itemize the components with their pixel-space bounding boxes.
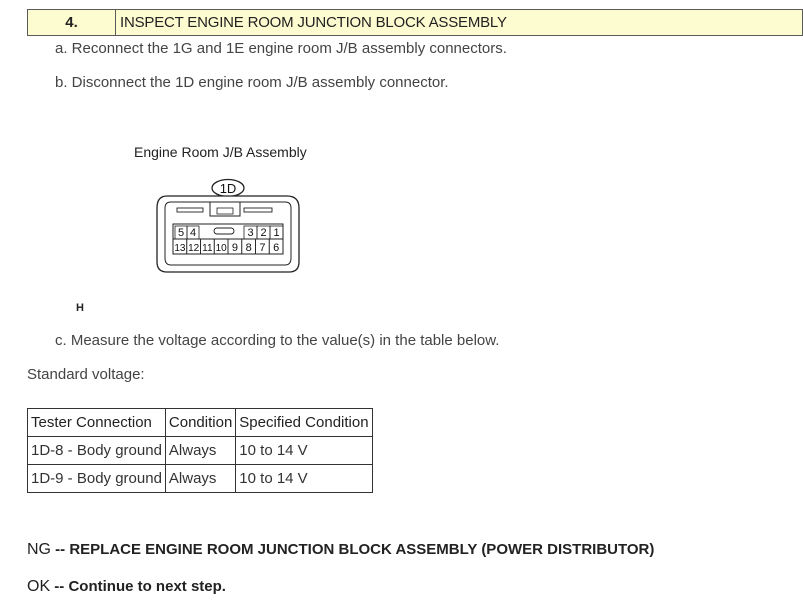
table-row: 1D-9 - Body ground Always 10 to 14 V	[27, 464, 373, 493]
ok-text: -- Continue to next step.	[54, 578, 226, 595]
ok-result: OK -- Continue to next step.	[27, 578, 226, 596]
ng-result: NG -- REPLACE ENGINE ROOM JUNCTION BLOCK…	[27, 541, 654, 559]
terminal-number: 10	[216, 243, 228, 254]
step-number: 4.	[28, 10, 116, 35]
figure-title: Engine Room J/B Assembly	[134, 144, 307, 160]
terminal-number: 5	[178, 227, 184, 239]
ok-code: OK	[27, 578, 51, 595]
terminal-number: 1	[273, 227, 279, 239]
table-header: Tester Connection	[27, 408, 166, 437]
terminal-number: 11	[202, 243, 213, 254]
table-cell: 1D-8 - Body ground	[27, 436, 166, 465]
table-row: 1D-8 - Body ground Always 10 to 14 V	[27, 436, 373, 465]
terminal-number: 4	[190, 227, 196, 239]
terminal-number: 9	[232, 242, 238, 254]
step-title: INSPECT ENGINE ROOM JUNCTION BLOCK ASSEM…	[120, 14, 507, 31]
table-cell: 10 to 14 V	[235, 464, 373, 493]
connector-housing-inner	[164, 201, 292, 266]
terminal-cell	[268, 238, 284, 255]
ng-code: NG	[27, 541, 51, 558]
terminal-number: 7	[259, 242, 265, 254]
terminal-number: 12	[188, 243, 200, 254]
standard-label: Standard voltage:	[27, 366, 145, 383]
instruction-b: b. Disconnect the 1D engine room J/B ass…	[55, 74, 449, 91]
connector-label: 1D	[220, 181, 237, 196]
figure-code: H	[76, 302, 84, 314]
table-cell: Always	[164, 436, 237, 465]
connector-latch-right	[243, 207, 273, 213]
ng-text: -- REPLACE ENGINE ROOM JUNCTION BLOCK AS…	[55, 541, 655, 558]
table-header: Specified Condition	[235, 408, 373, 437]
table-header-row: Tester Connection Condition Specified Co…	[27, 408, 373, 437]
connector-key	[213, 227, 235, 235]
terminal-number: 8	[246, 242, 252, 254]
terminal-number: 2	[260, 227, 266, 239]
terminal-number: 3	[247, 227, 253, 239]
terminal-number: 6	[273, 242, 279, 254]
terminal-number: 13	[174, 243, 186, 254]
table-cell: Always	[164, 464, 237, 493]
table-cell: 10 to 14 V	[235, 436, 373, 465]
step-header: 4. INSPECT ENGINE ROOM JUNCTION BLOCK AS…	[27, 9, 803, 36]
table-header: Condition	[164, 408, 237, 437]
connector-lock-tab	[209, 201, 241, 217]
instruction-a: a. Reconnect the 1G and 1E engine room J…	[55, 40, 507, 57]
table-cell: 1D-9 - Body ground	[27, 464, 166, 493]
instruction-c: c. Measure the voltage according to the …	[55, 332, 500, 349]
connector-latch-left	[176, 207, 204, 213]
spec-table: Tester Connection Condition Specified Co…	[27, 408, 373, 493]
